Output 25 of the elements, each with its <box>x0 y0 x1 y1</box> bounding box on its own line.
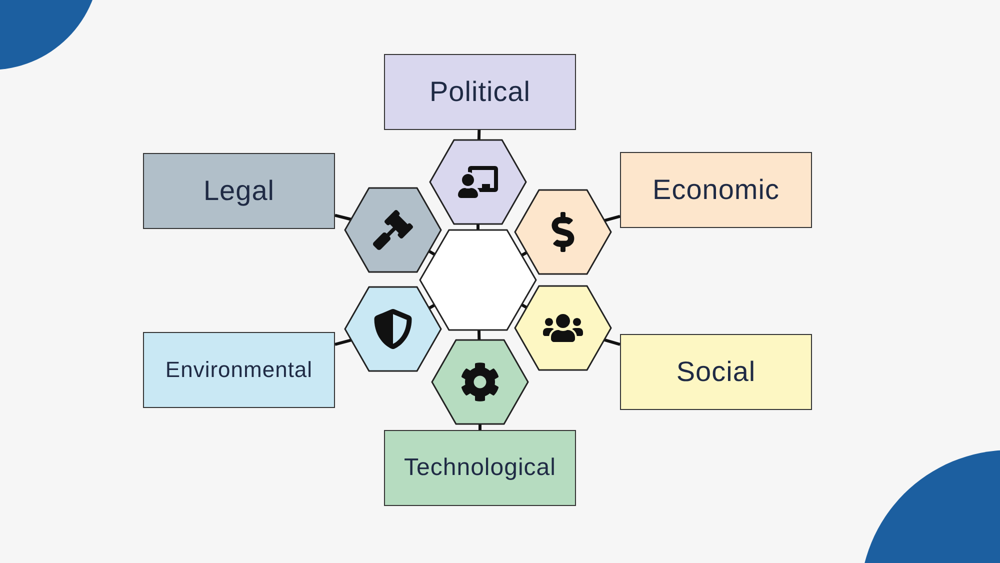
connector-line <box>477 130 481 140</box>
category-label: Economic <box>652 174 780 206</box>
connector-line <box>334 214 352 221</box>
hexagon-tile <box>430 140 526 224</box>
hexagon-tile <box>515 286 611 370</box>
connector-line <box>604 338 620 346</box>
label-box <box>620 152 812 228</box>
category-label: Environmental <box>165 357 313 383</box>
category-label: Social <box>676 356 756 388</box>
hexagon-tile <box>420 230 536 330</box>
connector-line <box>477 330 481 340</box>
label-box <box>143 153 335 229</box>
connector-line <box>604 214 620 222</box>
category-label: Legal <box>203 175 274 207</box>
hexagon-tile <box>515 190 611 274</box>
category-label: Political <box>430 76 530 108</box>
label-box <box>384 54 576 130</box>
label-box <box>384 430 576 506</box>
label-box <box>143 332 335 408</box>
category-label: Technological <box>404 454 556 482</box>
hexagon-tile <box>432 340 528 424</box>
label-box <box>620 334 812 410</box>
hexagon-tile <box>345 287 441 371</box>
hexagon-tile <box>345 188 441 272</box>
connector-line <box>334 338 352 346</box>
